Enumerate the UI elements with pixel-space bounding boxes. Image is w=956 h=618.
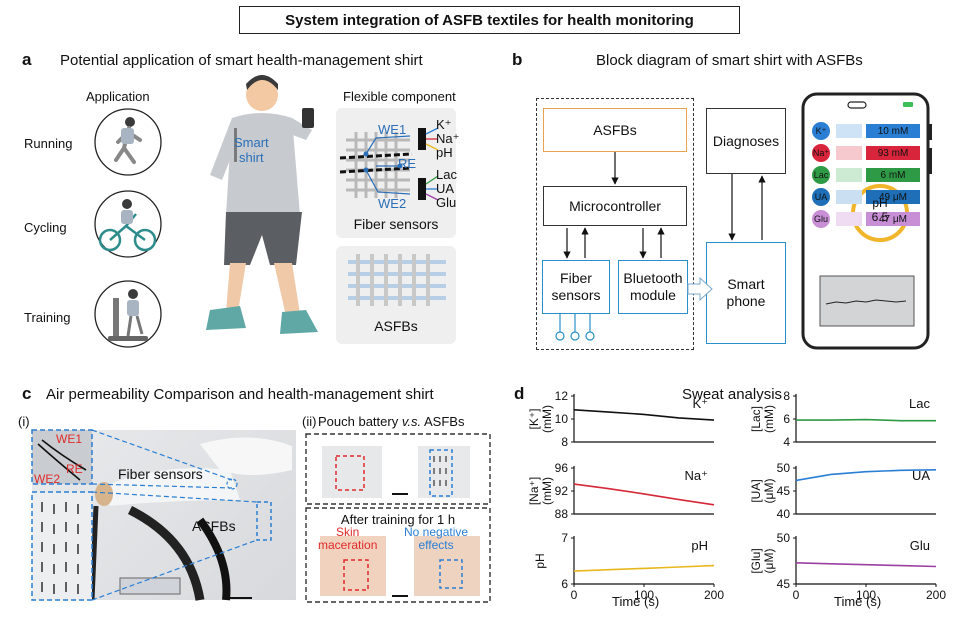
x-tick-label: 0 (571, 588, 578, 602)
x-tick-label: 200 (704, 588, 724, 602)
y-axis-label-line: [UA] (749, 479, 763, 502)
y-tick-label: 50 (777, 531, 791, 545)
y-axis-label: [Na⁺](mM) (527, 477, 554, 505)
y-tick-label: 88 (555, 507, 569, 521)
series-name-label: pH (691, 538, 708, 553)
y-tick-label: 10 (555, 412, 569, 426)
x-axis-label-right: Time (s) (834, 594, 881, 609)
y-axis-label-line: (mM) (540, 477, 554, 505)
series-line (574, 566, 714, 572)
y-axis-label: [K⁺](mM) (527, 405, 554, 433)
y-axis-label-line: pH (533, 553, 547, 568)
y-tick-label: 45 (777, 577, 791, 591)
y-tick-label: 92 (555, 484, 569, 498)
y-axis-label: [Lac](mM) (749, 405, 776, 433)
y-axis-label-line: (μM) (762, 549, 776, 574)
series-name-label: Glu (910, 538, 930, 553)
y-tick-label: 96 (555, 461, 569, 475)
series-line (574, 484, 714, 505)
x-axis-label-left: Time (s) (612, 594, 659, 609)
series-name-label: K⁺ (692, 396, 708, 411)
y-tick-label: 40 (777, 507, 791, 521)
y-tick-label: 8 (783, 389, 790, 403)
series-name-label: Lac (909, 396, 930, 411)
y-axis-label-line: [Glu] (749, 548, 763, 573)
y-axis-label: pH (533, 553, 547, 568)
y-axis-label: [Glu](μM) (749, 548, 776, 573)
x-tick-label: 200 (926, 588, 946, 602)
y-axis-label-line: (mM) (540, 405, 554, 433)
y-tick-label: 8 (561, 435, 568, 449)
y-tick-label: 4 (783, 435, 790, 449)
y-tick-label: 12 (555, 389, 569, 403)
y-axis-label-line: (μM) (762, 479, 776, 504)
y-axis-label-line: [Lac] (749, 406, 763, 432)
y-tick-label: 50 (777, 461, 791, 475)
y-axis-label: [UA](μM) (749, 479, 776, 504)
series-name-label: Na⁺ (685, 468, 708, 483)
series-name-label: UA (912, 468, 930, 483)
y-axis-label-line: (mM) (762, 405, 776, 433)
y-tick-label: 6 (783, 412, 790, 426)
y-axis-label-line: [Na⁺] (527, 477, 541, 505)
y-axis-label-line: [K⁺] (527, 408, 541, 429)
series-line (796, 563, 936, 567)
y-tick-label: 6 (561, 577, 568, 591)
y-tick-label: 45 (777, 484, 791, 498)
series-line (796, 420, 936, 421)
y-tick-label: 7 (561, 531, 568, 545)
series-line (574, 410, 714, 420)
x-tick-label: 0 (793, 588, 800, 602)
